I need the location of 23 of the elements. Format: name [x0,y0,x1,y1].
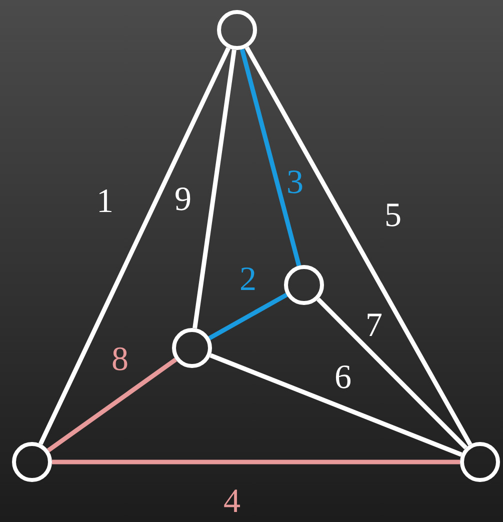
vertex-circle [460,442,500,482]
edge-label: 3 [286,166,304,200]
connector-line [46,358,178,452]
connector-line [208,292,288,340]
edge-label: 5 [384,199,402,233]
vertex-circle [172,328,212,368]
edge-label: 4 [224,485,240,519]
edge-label: 2 [240,263,256,297]
edge-label: 6 [334,361,352,395]
vertex-circle [284,265,324,305]
vertex-circle [217,10,257,50]
connector-line [316,298,468,450]
connector-line [244,46,472,446]
edge-label: 1 [96,185,114,219]
connector-line [52,460,460,464]
connector-line [38,47,230,445]
vertex-circle [12,442,52,482]
connector-line [210,353,462,457]
edge-label: 8 [112,343,128,377]
edge-label: 7 [366,309,382,343]
connector-line [192,49,236,329]
edge-label: 9 [174,183,192,217]
connector-line [240,48,302,266]
